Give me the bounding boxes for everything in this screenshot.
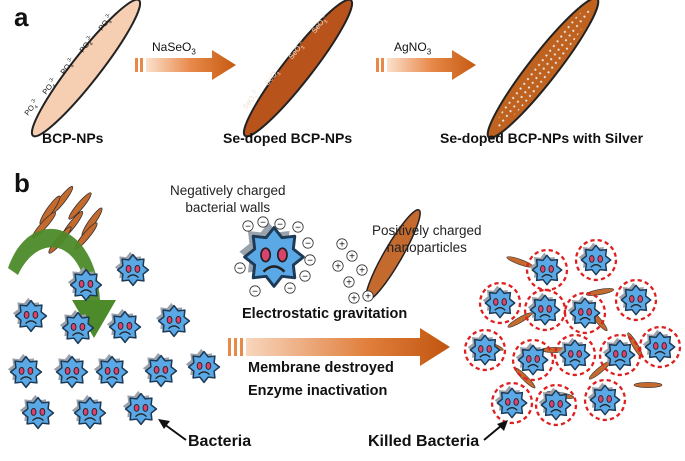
svg-text:+: + xyxy=(351,294,357,305)
mechanism-membrane: Membrane destroyed xyxy=(248,360,394,376)
bacterium xyxy=(19,394,55,430)
killed-bacterium xyxy=(638,325,682,369)
nanoparticle-rods-attached xyxy=(476,256,663,399)
phosphate-labels: PO43-PO43-PO43-PO43-PO43- xyxy=(22,12,114,117)
svg-text:+: + xyxy=(346,278,352,289)
svg-text:+: + xyxy=(365,292,371,303)
killed-bacterium xyxy=(525,248,569,292)
svg-text:−: − xyxy=(287,284,293,295)
bacterium xyxy=(59,309,95,345)
bacterium xyxy=(185,348,221,384)
nanoparticle-rod xyxy=(633,382,663,388)
killed-bacterium xyxy=(598,333,642,377)
mechanism-electrostatic: Electrostatic gravitation xyxy=(242,306,408,322)
negatively-charged-bacterium xyxy=(239,222,305,288)
svg-text:+: + xyxy=(339,240,345,251)
killed-bacterium xyxy=(553,333,597,377)
bacteria-pointer-arrow xyxy=(158,419,187,441)
mechanism-arrow xyxy=(228,328,450,366)
bacterium xyxy=(239,222,305,288)
mechanism-enzyme: Enzyme inactivation xyxy=(248,383,388,399)
bacterium xyxy=(122,390,158,426)
nanoparticle-rod xyxy=(68,192,92,220)
silver-caption: Se-doped BCP-NPs with Silver xyxy=(440,130,644,146)
bacterium xyxy=(7,353,43,389)
bacteria-label: Bacteria xyxy=(188,433,252,450)
negative-charge-label: Negatively charged bacterial walls xyxy=(170,183,286,215)
killed-bacterium xyxy=(463,328,507,372)
killed-bacteria-pointer-arrow xyxy=(483,420,508,441)
bacterium xyxy=(93,353,129,389)
nanoparticle-rod xyxy=(506,256,534,268)
svg-text:+: + xyxy=(359,266,365,277)
killed-bacterium xyxy=(478,281,522,325)
killed-bacterium xyxy=(574,238,618,282)
killed-bacterium xyxy=(614,278,658,322)
svg-text:−: − xyxy=(307,256,313,267)
bacterium xyxy=(71,394,107,430)
synthesis-arrow-2 xyxy=(376,50,476,80)
green-curved-arrow xyxy=(8,228,116,338)
negative-charges: −−−−−−−−−− xyxy=(234,216,316,298)
panel-label-b: b xyxy=(14,168,30,198)
svg-text:−: − xyxy=(305,239,311,250)
bcp-np-caption: BCP-NPs xyxy=(42,130,104,146)
positive-charges: + + + + + + + xyxy=(332,238,374,305)
bacterium xyxy=(142,352,178,388)
bcp-np-rod xyxy=(30,0,142,138)
positive-charge-label: Positively charged nanoparticles xyxy=(372,223,482,255)
killed-bacterium xyxy=(563,291,607,335)
svg-text:−: − xyxy=(295,223,301,234)
svg-text:+: + xyxy=(349,252,355,263)
se-doped-caption: Se-doped BCP-NPs xyxy=(223,130,353,146)
nanoparticle-rod xyxy=(507,312,533,328)
killed-bacteria-label: Killed Bacteria xyxy=(368,433,480,450)
svg-text:−: − xyxy=(245,222,251,233)
synthesis-arrow-1 xyxy=(135,50,236,80)
silver-doped-rod xyxy=(486,0,600,139)
killed-bacteria-cluster xyxy=(463,238,682,427)
se-doped-rod xyxy=(242,0,354,138)
reagent-naseo3: NaSeO3 xyxy=(152,40,196,57)
bacterium xyxy=(106,308,142,344)
svg-text:−: − xyxy=(252,287,258,298)
killed-bacterium xyxy=(583,378,627,422)
bacterium xyxy=(12,297,48,333)
svg-text:−: − xyxy=(277,220,283,231)
killed-bacterium xyxy=(490,381,534,425)
svg-text:−: − xyxy=(260,218,266,229)
reagent-agno3: AgNO3 xyxy=(394,40,432,57)
bacterium xyxy=(53,353,89,389)
bacterium xyxy=(155,302,191,338)
bacterium xyxy=(67,266,103,302)
svg-text:−: − xyxy=(237,264,243,275)
killed-bacterium xyxy=(511,338,555,382)
killed-bacterium xyxy=(534,383,578,427)
svg-text:−: − xyxy=(302,272,308,283)
bacterium xyxy=(114,251,150,287)
killed-bacterium xyxy=(523,288,567,332)
nanoparticle-rod xyxy=(585,288,615,296)
svg-text:+: + xyxy=(335,262,341,273)
bacteria-cluster xyxy=(7,251,221,430)
panel-label-a: a xyxy=(14,2,29,32)
